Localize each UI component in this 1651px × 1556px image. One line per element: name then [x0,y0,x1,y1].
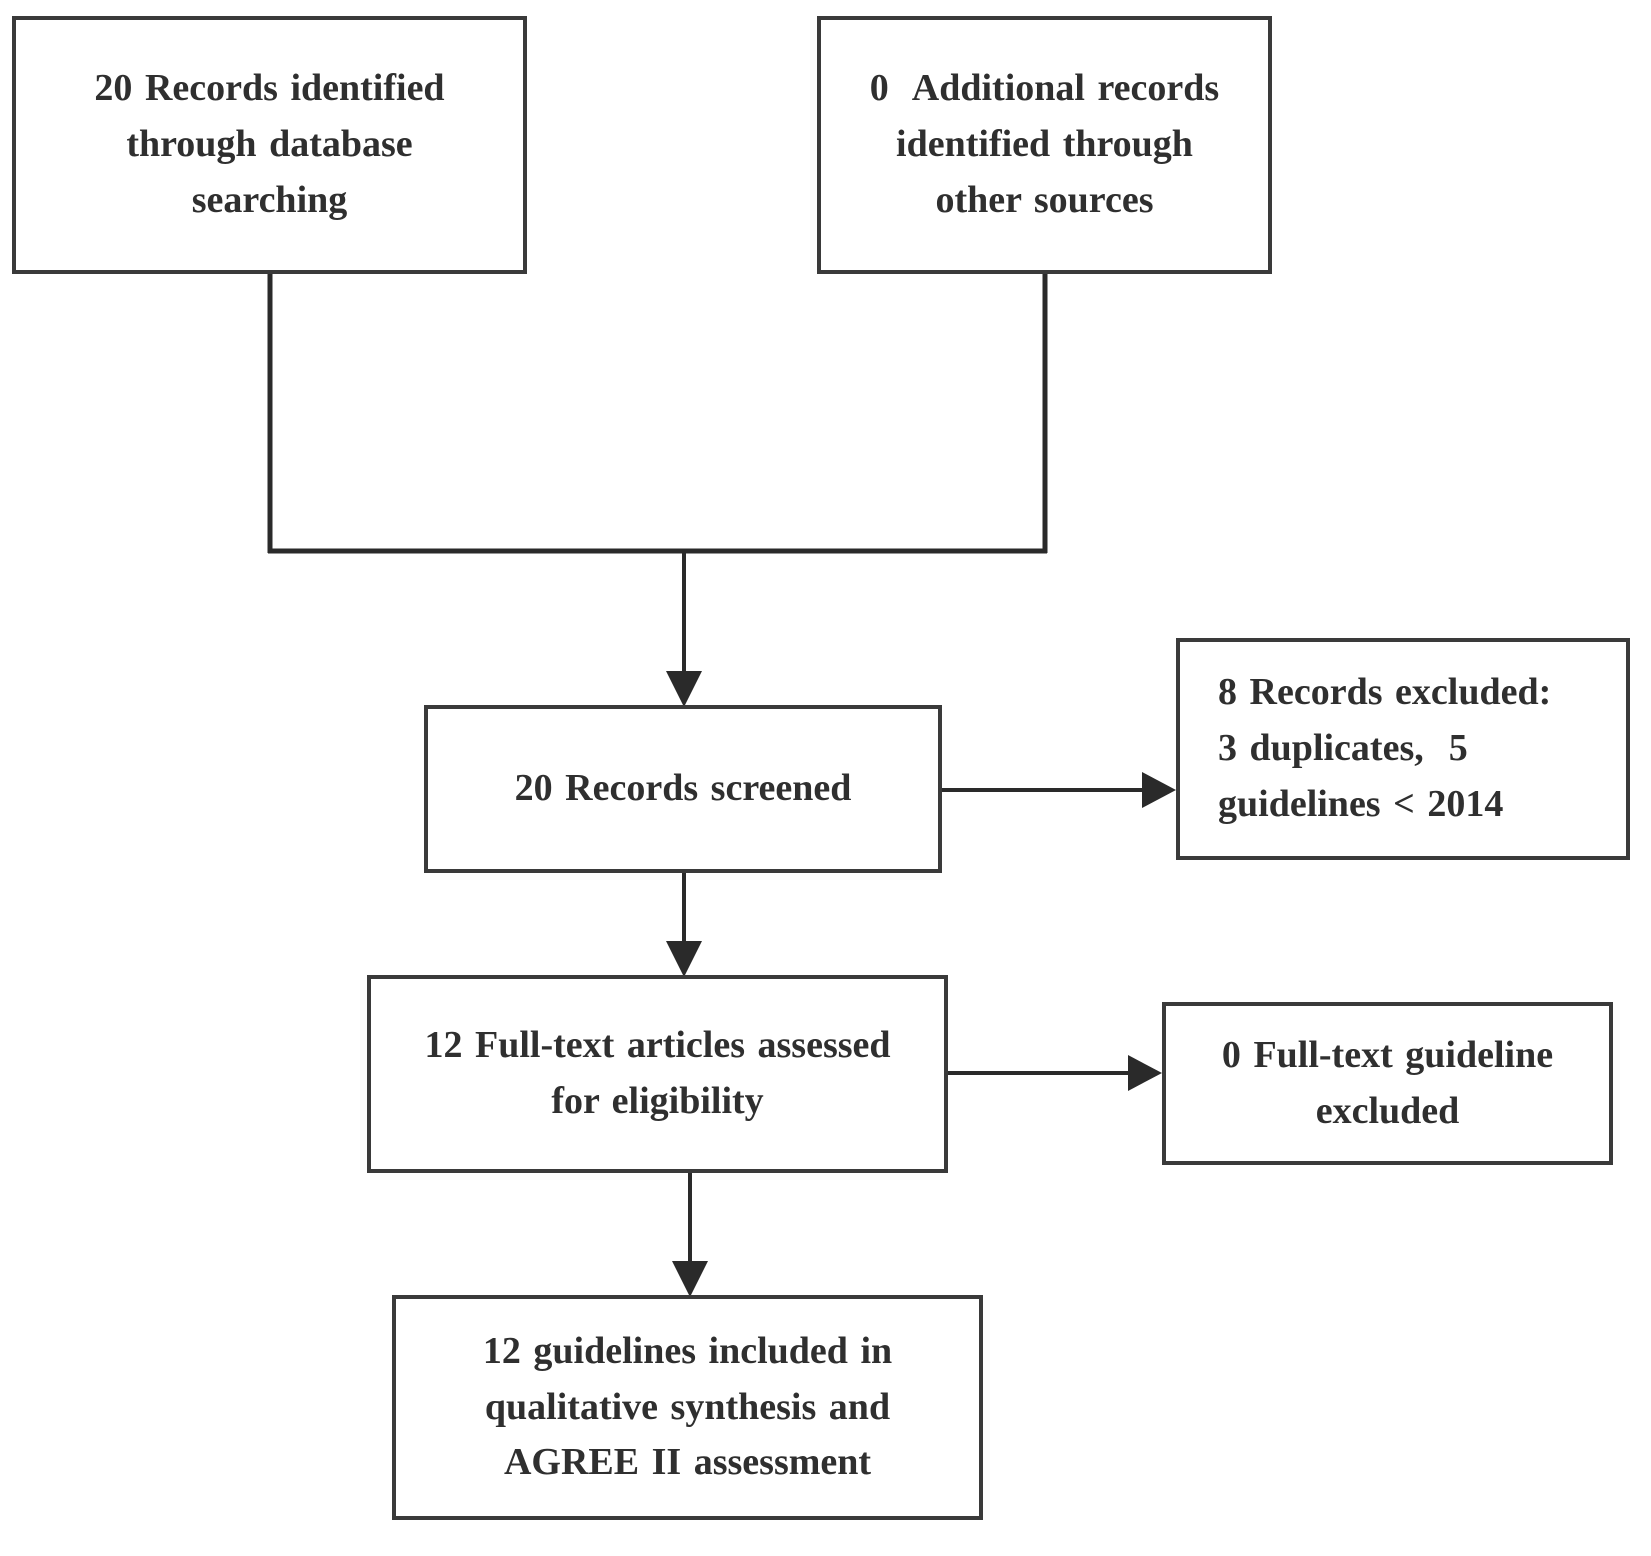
arrow-merge-to-screened-head [666,671,702,707]
node-records-excluded-line-3: guidelines < 2014 [1218,782,1504,825]
node-records-excluded-line-2: 3 duplicates, 5 [1218,727,1468,770]
node-identified-other-line-3: other sources [935,178,1154,221]
node-included: 12 guidelines included in qualitative sy… [392,1295,983,1520]
node-identified-other-line-2: identified through [896,123,1193,166]
node-identified-database-line-3: searching [191,178,348,221]
node-included-line-3: AGREE II assessment [503,1441,872,1484]
node-fulltext-excluded: 0 Full-text guideline excluded [1162,1002,1613,1165]
arrow-assessed-to-included-head [672,1261,708,1297]
node-included-line-1: 12 guidelines included in [482,1329,893,1372]
node-identified-database: 20 Records identified through database s… [12,16,527,274]
node-included-line-2: qualitative synthesis and [484,1385,891,1428]
node-records-excluded: 8 Records excluded: 3 duplicates, 5 guid… [1176,638,1630,860]
node-fulltext-assessed-line-2: for eligibility [551,1080,764,1122]
node-fulltext-assessed-line-1: 12 Full-text articles assessed [424,1024,891,1067]
node-identified-database-line-2: through database [126,123,413,166]
node-fulltext-excluded-line-1: 0 Full-text guideline [1221,1033,1554,1076]
node-fulltext-assessed: 12 Full-text articles assessed for eligi… [367,975,948,1173]
node-records-excluded-line-1: 8 Records excluded: [1218,671,1552,714]
node-fulltext-excluded-line-2: excluded [1315,1089,1460,1132]
arrow-assessed-to-ftexcluded-head [1128,1055,1162,1091]
arrow-screened-to-assessed-head [666,941,702,977]
arrow-screened-to-excluded-head [1142,772,1176,808]
node-identified-other: 0 Additional records identified through … [817,16,1272,274]
node-screened: 20 Records screened [424,705,942,873]
node-identified-database-line-1: 20 Records identified [94,67,445,110]
node-screened-line-1: 20 Records screened [514,767,852,810]
node-identified-other-line-1: 0 Additional records [869,67,1220,110]
